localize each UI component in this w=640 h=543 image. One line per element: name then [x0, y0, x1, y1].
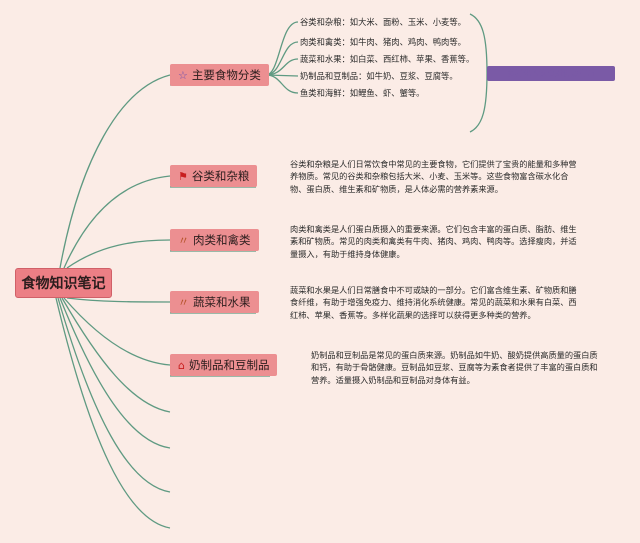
chopsticks-icon: 〃 [178, 295, 189, 309]
connector-empty-branch [55, 297, 171, 529]
connector-root-to-branch-2 [63, 175, 171, 269]
connector-sub-1 [265, 21, 299, 76]
note-vegetables[interactable]: 蔬菜和水果是人们日常膳食中不可或缺的一部分。它们富含维生素、矿物质和膳 食纤维，… [290, 284, 577, 321]
branch-label: 肉类和禽类 [193, 233, 251, 247]
note-line: 奶制品和豆制品是常见的蛋白质来源。奶制品如牛奶、酸奶提供高质量的蛋白质 [311, 350, 598, 360]
home-icon: ⌂ [178, 358, 185, 372]
connector-empty-branch [61, 297, 171, 413]
note-line: 食纤维，有助于增强免疫力、维持消化系统健康。常见的蔬菜和水果有白菜、西 [290, 297, 577, 308]
note-line: 和钙，有助于骨骼健康。豆制品如豆浆、豆腐等为素食者提供了丰富的蛋白质和 [311, 362, 598, 373]
subitem-meat[interactable]: 肉类和禽类：如牛肉、猪肉、鸡肉、鸭肉等。 [300, 37, 466, 47]
subitem-dairy[interactable]: 奶制品和豆制品：如牛奶、豆浆、豆腐等。 [300, 71, 458, 81]
subitem-seafood[interactable]: 鱼类和海鲜：如鲤鱼、虾、蟹等。 [300, 88, 425, 98]
branch-node-dairy[interactable]: ⌂ 奶制品和豆制品 [170, 354, 278, 376]
branch-label: 奶制品和豆制品 [188, 358, 270, 372]
note-line: 红柿、苹果、香蕉等。多样化蔬果的选择可以获得更多种类的营养。 [290, 309, 536, 320]
flag-icon: ⚑ [178, 169, 188, 183]
connector-empty-branch [59, 297, 171, 449]
branch-node-main-categories[interactable]: ☆ 主要食物分类 [170, 64, 269, 86]
note-grains[interactable]: 谷类和杂粮是人们日常饮食中常见的主要食物，它们提供了宝贵的能量和多种营 养物质。… [290, 158, 577, 195]
connector-empty-branch [57, 297, 171, 493]
connector-root-to-branch-3 [66, 239, 171, 269]
connector-sub-2 [265, 41, 299, 76]
note-line: 谷类和杂粮是人们日常饮食中常见的主要食物，它们提供了宝贵的能量和多种营 [290, 159, 577, 169]
note-dairy[interactable]: 奶制品和豆制品是常见的蛋白质来源。奶制品如牛奶、酸奶提供高质量的蛋白质 和钙，有… [311, 349, 598, 386]
connector-sub-5 [265, 74, 299, 94]
connector-root-to-branch-5 [63, 297, 171, 366]
note-meat[interactable]: 肉类和禽类是人们蛋白质摄入的重要来源。它们包含丰富的蛋白质、脂肪、维生 素和矿物… [290, 223, 577, 260]
subitem-vegetables[interactable]: 蔬菜和水果：如白菜、西红柿、苹果、香蕉等。 [300, 54, 475, 64]
note-line: 物、蛋白质、维生素和矿物质，是人体必需的营养素来源。 [290, 183, 503, 194]
note-line: 养物质。常见的谷类和杂粮包括大米、小麦、玉米等。这些食物富含碳水化合 [290, 171, 569, 182]
summary-bracket [469, 13, 488, 133]
note-line: 素和矿物质。常见的肉类和禽类有牛肉、猪肉、鸡肉、鸭肉等。选择瘦肉，并适 [290, 236, 577, 247]
connector-root-to-branch-1 [59, 74, 171, 269]
connector-root-to-branch-4 [66, 297, 171, 303]
branch-node-vegetables[interactable]: 〃 蔬菜和水果 [170, 291, 259, 313]
branch-label: 主要食物分类 [191, 68, 261, 82]
root-title: 食物知识笔记 [21, 276, 106, 292]
branch-node-meat[interactable]: 〃 肉类和禽类 [170, 229, 259, 251]
note-line: 蔬菜和水果是人们日常膳食中不可或缺的一部分。它们富含维生素、矿物质和膳 [290, 285, 577, 295]
subitem-grains[interactable]: 谷类和杂粮：如大米、面粉、玉米、小麦等。 [300, 17, 466, 27]
star-icon: ☆ [178, 68, 188, 82]
note-line: 肉类和禽类是人们蛋白质摄入的重要来源。它们包含丰富的蛋白质、脂肪、维生 [290, 224, 577, 234]
note-line: 营养。适量摄入奶制品和豆制品对身体有益。 [311, 374, 475, 385]
chopsticks-icon: 〃 [178, 233, 189, 247]
branch-node-grains[interactable]: ⚑ 谷类和杂粮 [170, 165, 258, 187]
branch-label: 蔬菜和水果 [193, 295, 251, 309]
branch-label: 谷类和杂粮 [191, 169, 250, 183]
root-node[interactable]: 食物知识笔记 [15, 268, 112, 298]
summary-node[interactable]: 多样化的饮食对健康有益 [487, 66, 615, 81]
note-line: 量摄入，有助于维持身体健康。 [290, 248, 405, 259]
